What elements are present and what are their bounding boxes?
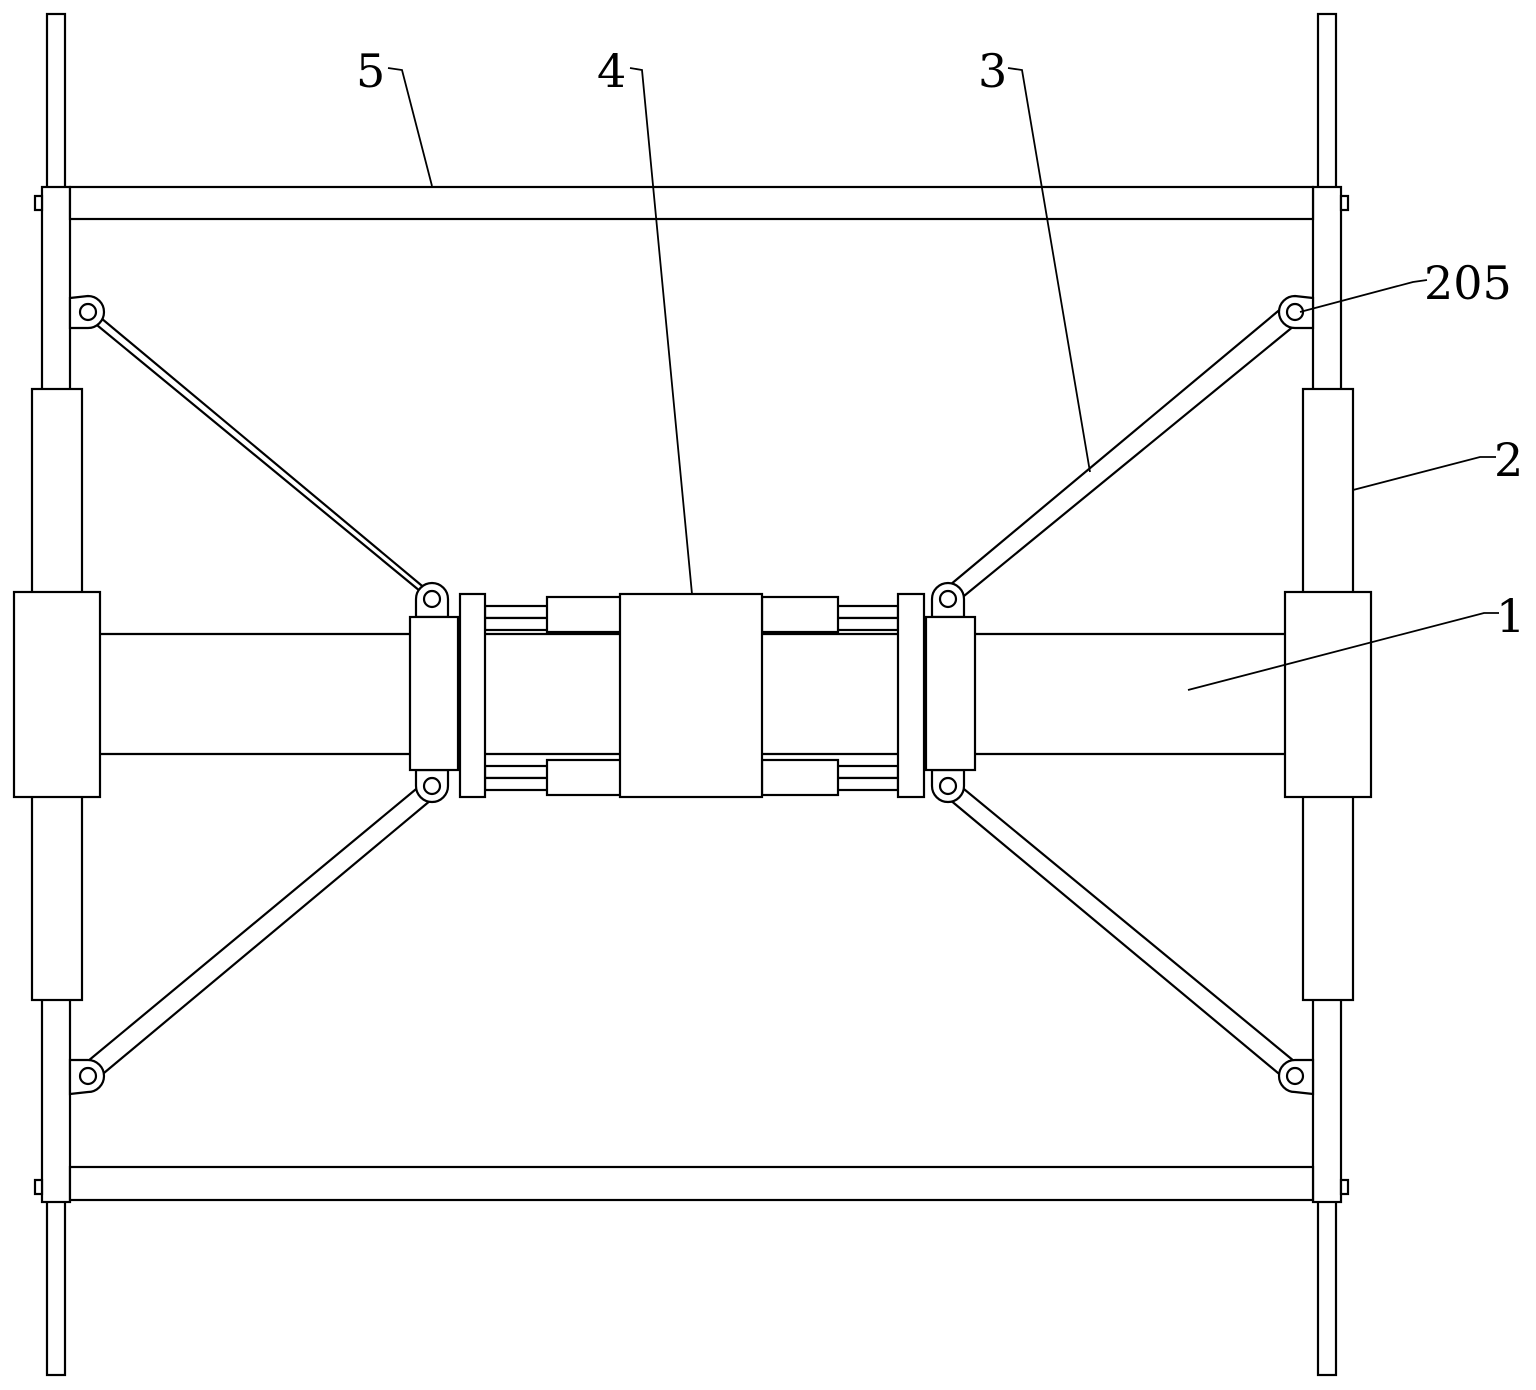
left-upper-sleeve bbox=[30, 387, 84, 596]
arm-upper-right bbox=[943, 301, 1301, 606]
left-end-plate bbox=[458, 592, 487, 799]
label-part-2: 2 bbox=[1494, 433, 1523, 487]
right-bottom-pin bbox=[1339, 1178, 1350, 1196]
left-center-block bbox=[12, 590, 102, 799]
hinge-upper-right-inner bbox=[930, 581, 966, 619]
right-post-assembly bbox=[1283, 12, 1373, 1377]
left-post-top-rod bbox=[45, 12, 67, 191]
right-top-pin bbox=[1339, 194, 1350, 212]
label-part-1: 1 bbox=[1496, 589, 1525, 643]
left-bottom-pin bbox=[33, 1178, 44, 1196]
left-clamp-block bbox=[408, 615, 460, 772]
leader-2 bbox=[1352, 456, 1496, 491]
hinge-upper-right-outer bbox=[1277, 294, 1315, 330]
diagonal-arms bbox=[81, 301, 1301, 1084]
label-part-4: 4 bbox=[597, 44, 626, 98]
left-post-bottom-rod bbox=[45, 1198, 67, 1377]
left-lower-sleeve bbox=[30, 793, 84, 1002]
leader-5 bbox=[387, 67, 433, 187]
arm-lower-left bbox=[81, 779, 438, 1084]
hinge-upper-left-outer bbox=[68, 294, 106, 330]
right-upper-sleeve bbox=[1301, 387, 1355, 596]
hinge-joints bbox=[68, 294, 1315, 1096]
left-post-assembly bbox=[12, 12, 102, 1377]
label-part-5: 5 bbox=[356, 44, 385, 98]
top-crossbar bbox=[68, 185, 1315, 221]
right-post-bottom-rod bbox=[1316, 1198, 1338, 1377]
leader-3 bbox=[1007, 67, 1091, 473]
central-drive-block bbox=[618, 592, 764, 799]
leader-4 bbox=[629, 67, 693, 595]
hinge-lower-right-outer bbox=[1277, 1058, 1315, 1096]
label-part-3: 3 bbox=[978, 44, 1007, 98]
hinge-upper-left-inner bbox=[414, 581, 450, 619]
bottom-crossbar bbox=[68, 1165, 1315, 1202]
label-part-205: 205 bbox=[1424, 256, 1512, 310]
right-clamp-block bbox=[924, 615, 977, 772]
hinge-lower-left-outer bbox=[68, 1058, 106, 1096]
cylinder-upper-right bbox=[760, 595, 840, 634]
left-top-pin bbox=[33, 194, 44, 212]
cylinder-lower-right bbox=[760, 758, 840, 797]
leader-205 bbox=[1299, 279, 1428, 313]
arm-upper-left bbox=[82, 302, 438, 606]
arm-lower-right bbox=[942, 779, 1301, 1084]
right-end-plate bbox=[896, 592, 926, 799]
right-lower-sleeve bbox=[1301, 793, 1355, 1002]
hinge-lower-right-inner bbox=[930, 768, 966, 804]
hinge-lower-left-inner bbox=[414, 768, 450, 804]
right-post-top-rod bbox=[1316, 12, 1338, 191]
cylinder-upper-left bbox=[545, 595, 623, 634]
cylinder-lower-left bbox=[545, 758, 623, 797]
leader-lines bbox=[387, 67, 1499, 691]
right-center-block bbox=[1283, 590, 1373, 799]
leader-1 bbox=[1187, 612, 1499, 691]
